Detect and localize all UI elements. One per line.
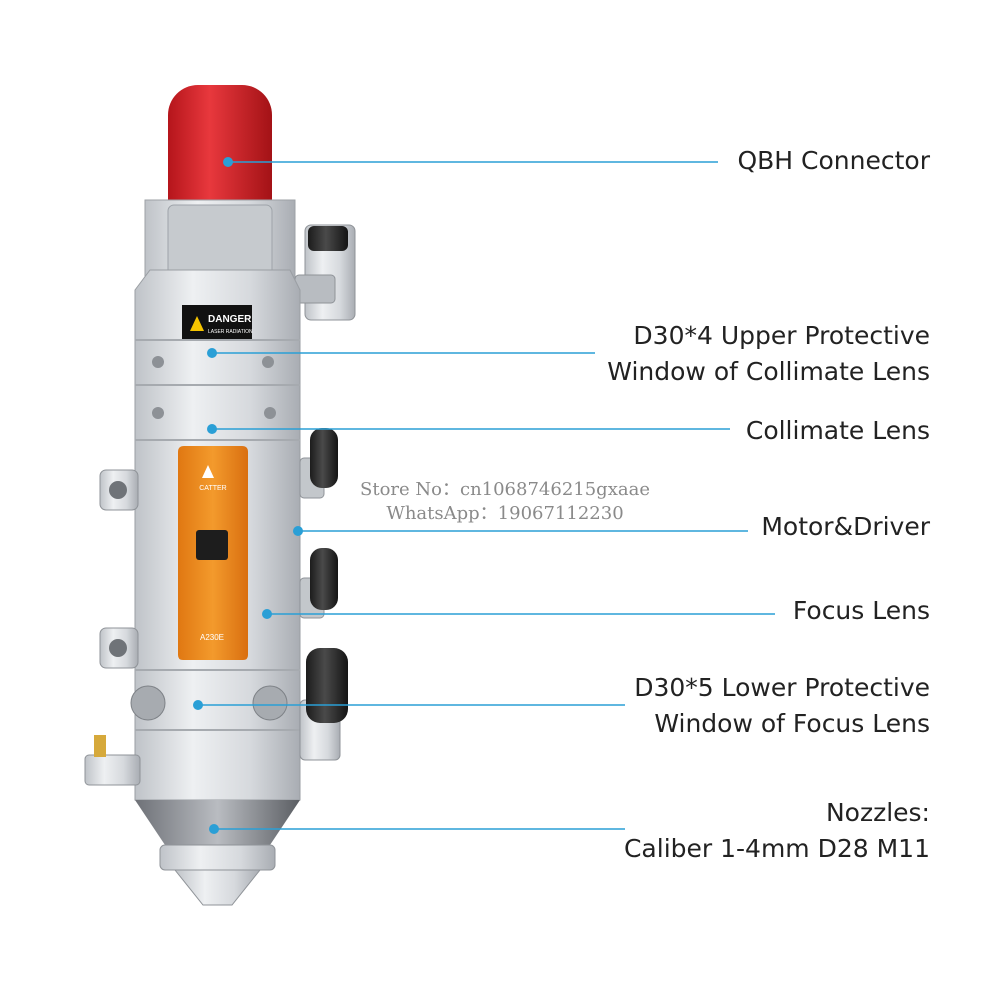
qbh-cap (168, 85, 272, 215)
leader-motor-driver-dot (293, 526, 303, 536)
top-block (144, 199, 296, 286)
store-number: Store No：cn1068746215gxaae (360, 479, 650, 500)
label-line: Focus Lens (792, 596, 930, 625)
orange-panel (178, 446, 248, 660)
leader-upper-protective-window-dot (207, 348, 217, 358)
top-air-fitting (294, 224, 356, 321)
whatsapp-number: WhatsApp：19067112230 (386, 503, 624, 524)
brand-text: CATTER (199, 485, 226, 492)
leader-lines (193, 157, 775, 834)
model-text: A230E (200, 633, 224, 642)
side-air-fittings (299, 428, 348, 761)
label-line: D30*5 Lower Protective (634, 673, 930, 702)
leader-focus-lens-dot (262, 609, 272, 619)
label-line: Window of Collimate Lens (607, 357, 930, 386)
label-line: Caliber 1-4mm D28 M11 (623, 834, 930, 863)
label-qbh-connector: QBH Connector (737, 143, 930, 179)
label-line: D30*4 Upper Protective (633, 321, 930, 350)
leader-collimate-lens-dot (207, 424, 217, 434)
label-line: Nozzles: (825, 798, 930, 827)
label-line: Collimate Lens (745, 416, 930, 445)
label-collimate-lens: Collimate Lens (746, 413, 930, 449)
label-lower-protective-window: D30*5 Lower Protective Window of Focus L… (634, 670, 930, 742)
label-upper-protective-window: D30*4 Upper Protective Window of Collima… (607, 318, 930, 390)
leader-lower-protective-window-dot (193, 700, 203, 710)
store-watermark: Store No：cn1068746215gxaae WhatsApp：1906… (350, 478, 660, 526)
label-motor-driver: Motor&Driver (761, 509, 930, 545)
label-focus-lens: Focus Lens (793, 593, 930, 629)
nozzle-assembly (135, 800, 300, 906)
label-line: Motor&Driver (761, 512, 930, 541)
danger-sticker (182, 305, 252, 339)
label-nozzles: Nozzles: Caliber 1-4mm D28 M11 (624, 795, 930, 867)
leader-qbh-connector-dot (223, 157, 233, 167)
danger-text: DANGER (208, 314, 252, 325)
leader-nozzles-dot (209, 824, 219, 834)
label-line: Window of Focus Lens (654, 709, 930, 738)
laser-radiation-text: LASER RADIATION (208, 329, 253, 335)
label-line: QBH Connector (737, 146, 930, 175)
left-side-fitting (84, 735, 141, 786)
